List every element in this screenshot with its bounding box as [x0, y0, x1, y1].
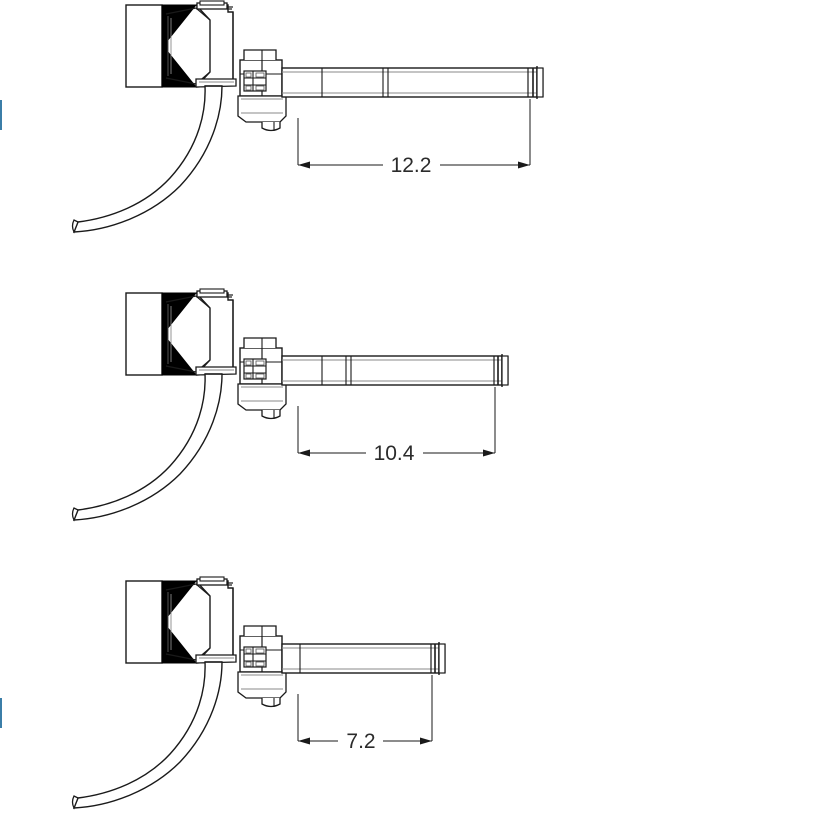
- edge-marker-lower: [0, 698, 2, 728]
- dimension-10-4: 10.4: [297, 387, 496, 465]
- grip-end-cap: [493, 354, 509, 387]
- assembly-view-middle: 10.4: [71, 288, 509, 521]
- dimension-7-2: 7.2: [297, 675, 433, 753]
- assembly-geometry: [71, 0, 287, 233]
- grip-end-cap: [527, 66, 544, 99]
- dimension-label: 7.2: [346, 730, 375, 753]
- dimension-label: 12.2: [391, 154, 432, 177]
- grip-end-cap: [430, 642, 446, 675]
- handlebar-grip: [281, 66, 544, 99]
- edge-marker-upper: [0, 100, 2, 130]
- assembly-geometry: [71, 576, 287, 809]
- assembly-view-bottom: 7.2: [71, 576, 446, 809]
- assembly-geometry: [71, 288, 287, 521]
- assembly-view-top: 12.2: [71, 0, 544, 233]
- dimension-12-2: 12.2: [297, 99, 531, 177]
- handlebar-grip: [281, 642, 446, 675]
- handlebar-grip: [281, 354, 509, 387]
- dimension-label: 10.4: [374, 442, 415, 465]
